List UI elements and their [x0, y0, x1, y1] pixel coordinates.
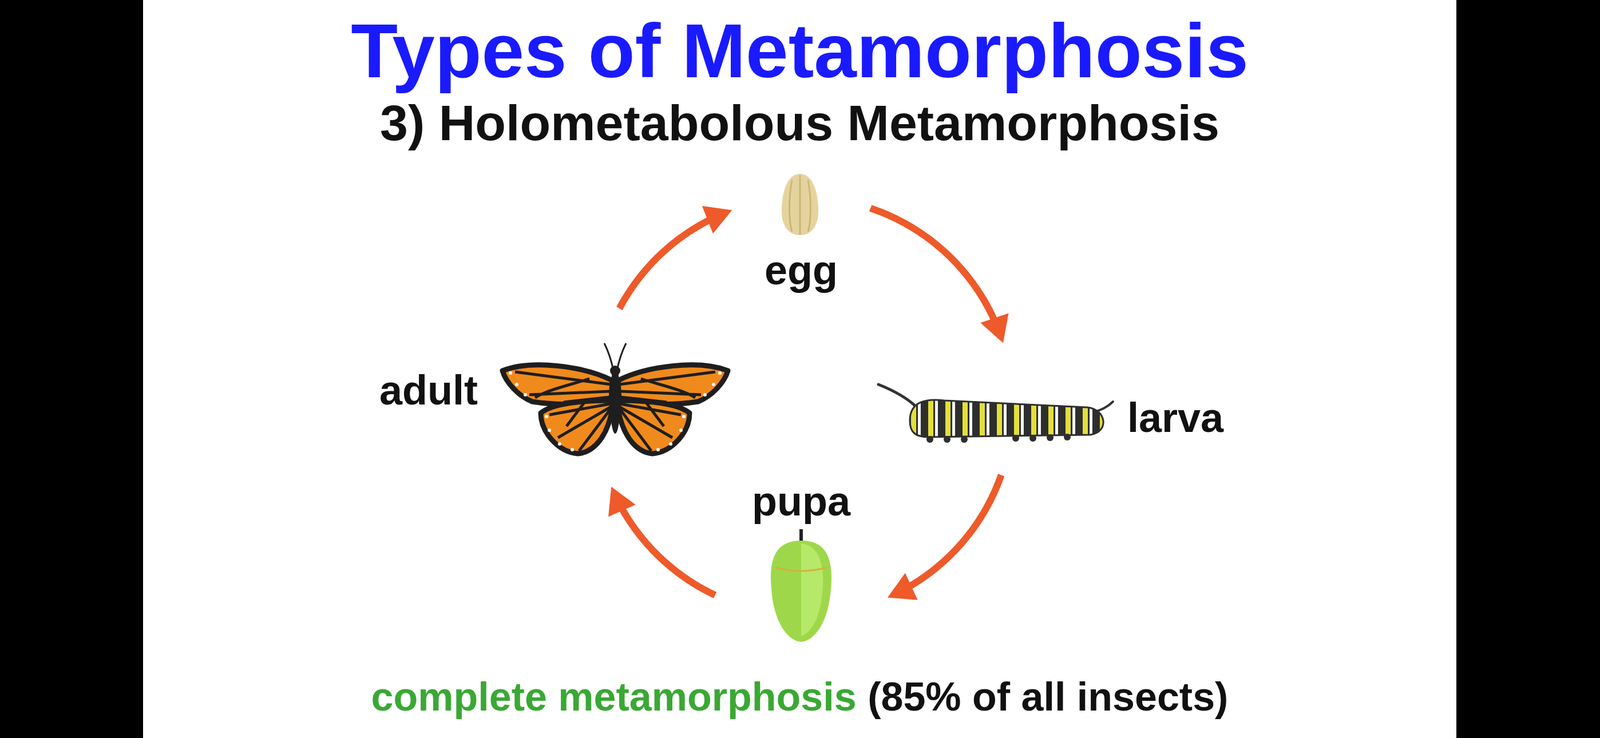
cycle-arrow	[887, 474, 1002, 600]
text-row: 3) Holometabolous Metamorphosis	[143, 93, 1457, 152]
arrow-line	[905, 474, 1002, 589]
life-stage: adult	[371, 337, 736, 458]
cycle-arrow	[619, 206, 732, 309]
life-stage: pupa	[743, 474, 859, 647]
subtitle: 3) Holometabolous Metamorphosis	[379, 93, 1220, 152]
arrow-head	[887, 573, 918, 601]
arrow-head	[702, 206, 732, 234]
arrow-line	[619, 218, 714, 310]
stage-label: egg	[764, 247, 838, 293]
egg-illustration	[781, 173, 819, 236]
arrow-line	[619, 504, 716, 596]
caterpillar-illustration	[878, 384, 1114, 443]
stage-label: pupa	[751, 478, 851, 525]
arrow-head	[980, 313, 1009, 343]
life-stage: larva	[869, 371, 1231, 447]
letterbox-bar	[1456, 0, 1600, 738]
text-row: complete metamorphosis(85% of all insect…	[143, 674, 1457, 721]
caption: complete metamorphosis	[371, 674, 857, 721]
butterfly-illustration	[502, 343, 728, 454]
stage-label: larva	[1127, 395, 1224, 441]
chrysalis-illustration	[770, 529, 832, 643]
text-row: Types of Metamorphosis	[143, 6, 1457, 95]
caption-note: (85% of all insects)	[867, 674, 1229, 721]
cycle-arrow	[870, 208, 1009, 343]
letterbox-bar	[0, 0, 144, 738]
life-stage: egg	[761, 165, 842, 296]
arrow-head	[608, 486, 636, 518]
arrow-line	[870, 208, 997, 325]
stage-label: adult	[379, 367, 478, 414]
cycle-arrow	[608, 486, 715, 596]
diagram-title: Types of Metamorphosis	[350, 6, 1249, 95]
